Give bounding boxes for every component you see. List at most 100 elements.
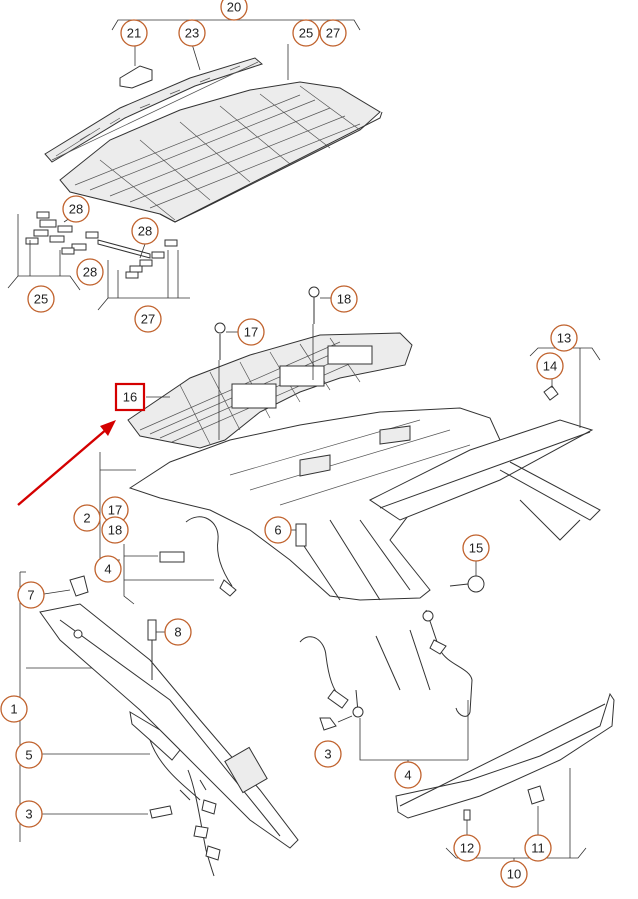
svg-text:6: 6 <box>274 523 281 538</box>
callout-labels: 20 21 23 25 27 28 28 28 25 27 18 17 13 1… <box>0 0 578 888</box>
highlight-annotation: 16 <box>17 382 146 506</box>
svg-text:20: 20 <box>227 0 241 15</box>
svg-text:12: 12 <box>460 841 474 856</box>
svg-text:14: 14 <box>543 359 557 374</box>
svg-text:17: 17 <box>244 325 258 340</box>
svg-text:4: 4 <box>104 562 111 577</box>
svg-text:2: 2 <box>83 511 90 526</box>
callout-6: 6 <box>264 516 292 544</box>
clip-piece <box>61 247 75 255</box>
callout-13: 13 <box>550 324 578 352</box>
callout-28: 28 <box>131 217 159 245</box>
callout-18: 18 <box>101 516 129 544</box>
callout-21: 21 <box>120 19 148 47</box>
small-fasteners-group <box>7 211 190 311</box>
panel-window <box>327 345 373 365</box>
callout-16: 16 <box>123 390 137 405</box>
cable-harness <box>299 609 473 764</box>
callout-17: 17 <box>101 496 129 524</box>
callout-28: 28 <box>62 195 90 223</box>
svg-text:15: 15 <box>469 541 483 556</box>
callout-18: 18 <box>330 285 358 313</box>
callout-1: 1 <box>0 695 28 723</box>
svg-text:11: 11 <box>531 841 545 856</box>
screw-3 <box>319 717 337 731</box>
panel-window <box>279 365 325 387</box>
clip-11 <box>527 785 545 805</box>
trim-strip <box>395 692 615 819</box>
svg-text:28: 28 <box>138 224 152 239</box>
svg-text:18: 18 <box>337 292 351 307</box>
left-pillar-assembly <box>19 571 299 877</box>
svg-text:3: 3 <box>324 747 331 762</box>
bolt-8 <box>147 619 157 641</box>
clip-piece <box>49 235 65 243</box>
svg-text:8: 8 <box>174 625 181 640</box>
callout-14: 14 <box>536 352 564 380</box>
vent-grille <box>224 746 268 794</box>
callout-3: 3 <box>15 800 43 828</box>
callout-4: 4 <box>394 761 422 789</box>
svg-text:1: 1 <box>10 702 17 717</box>
callout-3: 3 <box>314 740 342 768</box>
clip-piece <box>33 229 49 237</box>
panel-16-assembly <box>127 286 413 449</box>
clip-piece <box>129 265 143 273</box>
svg-text:28: 28 <box>83 265 97 280</box>
red-arrow <box>17 427 109 506</box>
clip-piece <box>125 271 139 279</box>
svg-text:18: 18 <box>108 523 122 538</box>
svg-text:17: 17 <box>108 503 122 518</box>
callout-20: 20 <box>220 0 248 21</box>
svg-text:7: 7 <box>27 588 34 603</box>
callout-2: 2 <box>73 504 101 532</box>
svg-text:10: 10 <box>507 867 521 882</box>
svg-text:4: 4 <box>404 768 411 783</box>
callout-12: 12 <box>453 834 481 862</box>
callout-27: 27 <box>134 305 162 333</box>
rail-13 <box>369 419 594 521</box>
clip-piece <box>36 211 50 219</box>
clip-piece <box>85 231 99 239</box>
screw-3-left <box>149 805 173 819</box>
svg-text:5: 5 <box>25 748 32 763</box>
callout-28: 28 <box>76 258 104 286</box>
clip-14 <box>543 385 559 401</box>
panel-window <box>231 383 277 409</box>
trim-10-assembly <box>395 692 615 862</box>
clip-piece <box>164 239 178 247</box>
highlight-box-16 <box>114 382 146 412</box>
clip-piece <box>57 225 73 233</box>
svg-text:27: 27 <box>326 26 340 41</box>
callout-17: 17 <box>237 318 265 346</box>
clip-piece <box>71 243 87 251</box>
callout-23: 23 <box>178 19 206 47</box>
pillar-trim <box>39 603 299 849</box>
bracket-2-group <box>99 452 307 605</box>
grommet-15 <box>449 560 485 593</box>
rear-body-panel <box>128 347 601 601</box>
callout-8: 8 <box>164 618 192 646</box>
screw-12 <box>463 809 471 821</box>
svg-text:23: 23 <box>185 26 199 41</box>
clip-piece <box>25 237 39 245</box>
callout-15: 15 <box>462 534 490 562</box>
callout-7: 7 <box>17 581 45 609</box>
svg-text:25: 25 <box>299 26 313 41</box>
clip-piece <box>39 219 57 228</box>
bracket-5 <box>129 711 181 761</box>
callout-11: 11 <box>524 834 552 862</box>
clip-piece <box>151 251 165 259</box>
clip-piece <box>139 259 153 267</box>
callout-27: 27 <box>319 19 347 47</box>
callout-4: 4 <box>94 555 122 583</box>
plug-7 <box>69 575 89 597</box>
svg-text:21: 21 <box>127 26 141 41</box>
roof-frame-assembly <box>44 19 383 223</box>
callout-5: 5 <box>15 741 43 769</box>
rod-piece <box>97 239 151 259</box>
callout-25: 25 <box>27 285 55 313</box>
callout-10: 10 <box>500 860 528 888</box>
